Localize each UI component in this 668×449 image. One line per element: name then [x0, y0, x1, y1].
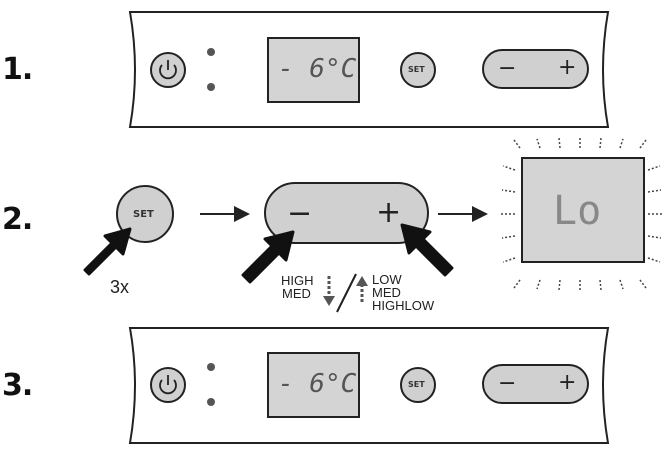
press-arrow-icon	[241, 230, 295, 284]
power-button[interactable]	[150, 52, 186, 88]
lcd-readout: Lo	[553, 188, 602, 234]
minus-label: −	[498, 371, 517, 396]
press-arrow-icon	[83, 227, 132, 276]
lcd-readout: - 6°C	[278, 54, 357, 84]
plus-label: +	[376, 195, 402, 230]
lcd-display	[267, 37, 360, 103]
panel-step-1	[128, 11, 610, 128]
up-sequence-highlow: HIGHLOW	[372, 298, 435, 313]
power-button[interactable]	[150, 367, 186, 403]
up-sequence-med: MED	[372, 285, 401, 300]
lcd-display	[521, 157, 645, 263]
down-arrow-icon	[323, 276, 335, 306]
minus-plus-button	[482, 364, 589, 404]
panel-step-2	[83, 137, 662, 313]
panel-strip	[128, 327, 610, 444]
press-arrow-icon	[400, 223, 454, 277]
up-arrow-icon	[356, 276, 368, 304]
minus-label: −	[498, 56, 517, 81]
panel-step-3	[128, 327, 610, 444]
minus-plus-button	[264, 182, 429, 244]
power-icon	[159, 375, 177, 395]
set-button-label: SET	[408, 380, 425, 389]
minus-plus-button	[482, 49, 589, 89]
set-button-label: SET	[133, 209, 154, 220]
minus-label: −	[287, 196, 313, 231]
panel-strip	[128, 11, 610, 128]
down-sequence-med: MED	[282, 286, 311, 301]
step-number: 2.	[2, 202, 33, 237]
lcd-readout: - 6°C	[278, 369, 357, 399]
power-icon	[159, 60, 177, 80]
blink-rays-icon	[501, 137, 662, 291]
plus-label: +	[558, 370, 577, 395]
indicator-led-icon	[207, 48, 215, 91]
press-count-label: 3x	[110, 277, 130, 297]
set-button	[400, 367, 436, 403]
step-number: 3.	[2, 368, 33, 403]
lcd-display	[267, 352, 360, 418]
step-number: 1.	[2, 52, 33, 87]
plus-label: +	[558, 55, 577, 80]
indicator-led-icon	[207, 363, 215, 406]
divider-slash	[336, 273, 357, 313]
set-button	[400, 52, 436, 88]
down-sequence-high: HIGH	[281, 273, 314, 288]
set-button-label: SET	[408, 65, 425, 74]
up-sequence-low: LOW	[372, 272, 402, 287]
